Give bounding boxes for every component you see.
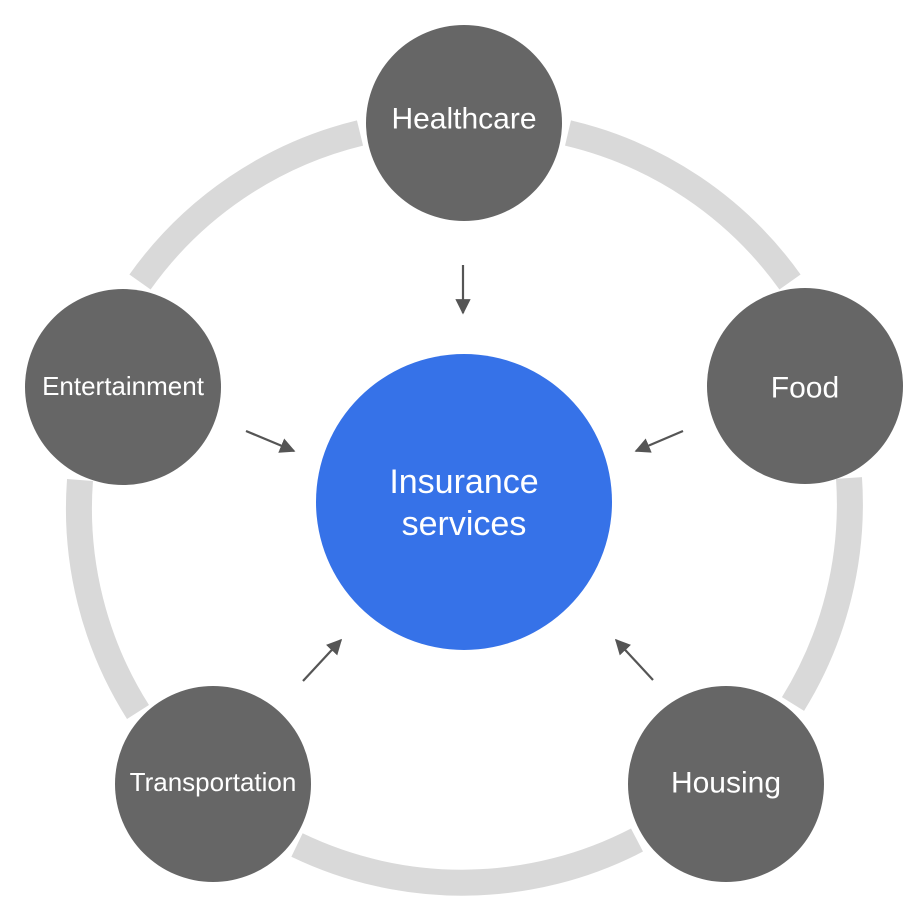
node-housing: Housing [628, 686, 824, 882]
node-food: Food [707, 288, 903, 484]
ring-segment-housing-transportation [291, 828, 643, 896]
center-label-line2: services [402, 505, 527, 543]
ring-segment-healthcare-food [565, 120, 801, 290]
center-circle [316, 354, 612, 650]
node-transportation: Transportation [115, 686, 311, 882]
node-food-circle [707, 288, 903, 484]
node-healthcare-circle [366, 25, 562, 221]
node-transportation-circle [115, 686, 311, 882]
arrows [245, 265, 684, 682]
ring [65, 120, 863, 896]
ring-segment-transportation-entertainment [65, 479, 149, 719]
node-housing-label: Housing [671, 767, 781, 800]
center-node: Insurance services [316, 354, 612, 650]
node-transportation-label: Transportation [130, 767, 297, 797]
node-entertainment-circle [25, 289, 221, 485]
arrow-from-entertainment [245, 429, 296, 453]
ring-segment-entertainment-healthcare [129, 120, 364, 290]
node-entertainment: Entertainment [25, 289, 221, 485]
ring-segment-food-housing [781, 477, 863, 711]
node-healthcare-label: Healthcare [391, 103, 536, 136]
node-housing-circle [628, 686, 824, 882]
arrow-from-food [634, 429, 684, 453]
node-food-label: Food [771, 372, 839, 405]
arrow-from-transportation [302, 638, 343, 682]
node-healthcare: Healthcare [366, 25, 562, 221]
center-label-line1: Insurance [389, 463, 538, 501]
node-entertainment-label: Entertainment [42, 371, 205, 401]
arrow-from-housing [614, 638, 654, 681]
